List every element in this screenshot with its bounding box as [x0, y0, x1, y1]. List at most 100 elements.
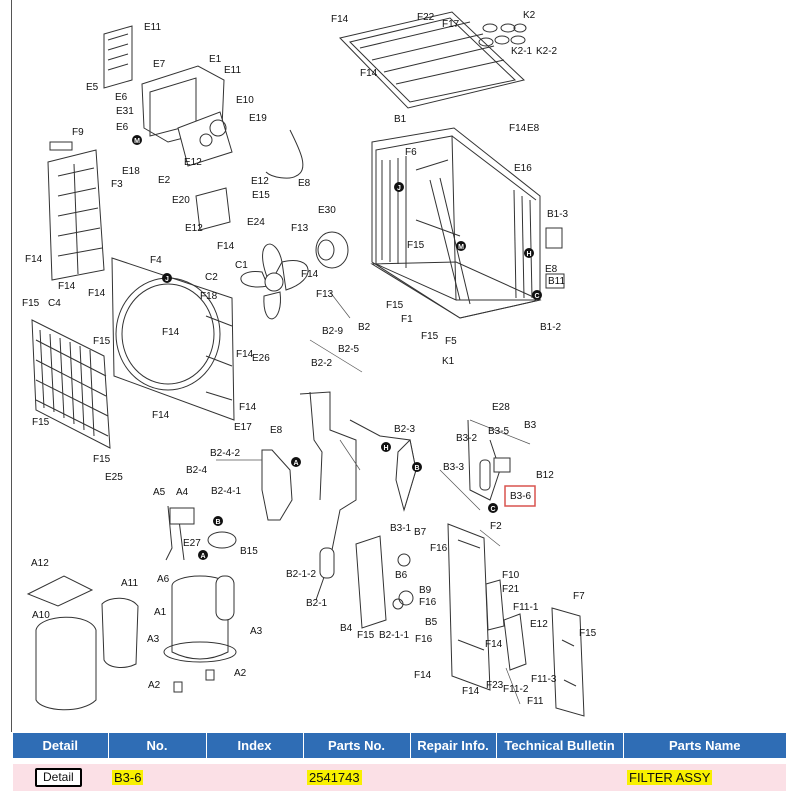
part-label[interactable]: F15	[93, 454, 111, 465]
part-label[interactable]: F14	[301, 269, 319, 280]
part-label[interactable]: F22	[417, 12, 435, 23]
part-label[interactable]: E19	[249, 113, 267, 124]
part-label[interactable]: F14	[58, 281, 76, 292]
part-label[interactable]: B3	[524, 420, 537, 431]
part-label[interactable]: B2-3	[394, 424, 416, 435]
part-label[interactable]: F17	[442, 19, 460, 30]
part-label[interactable]: B15	[240, 546, 258, 557]
part-label[interactable]: B2-4	[186, 465, 208, 476]
part-label[interactable]: F3	[111, 179, 123, 190]
part-label[interactable]: F14	[485, 639, 503, 650]
part-label[interactable]: F15	[421, 331, 439, 342]
part-label[interactable]: A2	[148, 680, 161, 691]
part-label[interactable]: B4	[340, 623, 353, 634]
part-label[interactable]: F11-2	[503, 684, 529, 695]
part-label[interactable]: A3	[250, 626, 263, 637]
part-label[interactable]: B1-2	[540, 322, 562, 333]
part-label[interactable]: E12	[184, 157, 202, 168]
part-label[interactable]: E10	[236, 95, 254, 106]
part-label[interactable]: F15	[93, 336, 111, 347]
part-label[interactable]: A10	[32, 610, 50, 621]
part-label[interactable]: E7	[153, 59, 166, 70]
part-label[interactable]: E6	[116, 122, 129, 133]
part-label[interactable]: F15	[357, 630, 375, 641]
part-label[interactable]: F15	[386, 300, 404, 311]
part-label[interactable]: F2	[490, 521, 502, 532]
detail-button[interactable]: Detail	[35, 768, 82, 787]
part-label[interactable]: B2-1-2	[286, 569, 316, 580]
part-label[interactable]: K2-1	[511, 46, 533, 57]
part-label[interactable]: B1	[394, 114, 407, 125]
part-label[interactable]: B5	[425, 617, 438, 628]
part-label[interactable]: E2	[158, 175, 171, 186]
part-label[interactable]: F14	[236, 349, 254, 360]
part-label[interactable]: F21	[502, 584, 520, 595]
part-label[interactable]: F14	[152, 410, 170, 421]
part-label[interactable]: F14	[331, 14, 349, 25]
part-label[interactable]: B3-3	[443, 462, 465, 473]
part-label[interactable]: A11	[121, 578, 138, 589]
part-label[interactable]: F15	[32, 417, 50, 428]
part-label[interactable]: F5	[445, 336, 457, 347]
part-label[interactable]: E20	[172, 195, 190, 206]
part-label[interactable]: E31	[116, 106, 134, 117]
part-label[interactable]: B3-2	[456, 433, 478, 444]
part-label[interactable]: E30	[318, 205, 336, 216]
part-label[interactable]: F9	[72, 127, 84, 138]
part-label[interactable]: K1	[442, 356, 455, 367]
part-label[interactable]: F14	[162, 327, 180, 338]
part-label[interactable]: C4	[48, 298, 61, 309]
part-label[interactable]: E6	[115, 92, 128, 103]
part-label[interactable]: F11	[527, 696, 544, 707]
part-label[interactable]: F11-1	[513, 602, 539, 613]
part-label[interactable]: E15	[252, 190, 270, 201]
part-label[interactable]: F23	[486, 680, 504, 691]
part-label[interactable]: F14	[88, 288, 106, 299]
part-label[interactable]: B1-3	[547, 209, 569, 220]
part-label[interactable]: E16	[514, 163, 532, 174]
part-label[interactable]: B2-1	[306, 598, 328, 609]
part-label[interactable]: E27	[183, 538, 201, 549]
part-label[interactable]: F14	[25, 254, 43, 265]
part-label[interactable]: E26	[252, 353, 270, 364]
part-label[interactable]: B7	[414, 527, 427, 538]
part-label[interactable]: B2-1-1	[379, 630, 409, 641]
part-label[interactable]: E28	[492, 402, 510, 413]
part-label[interactable]: F16	[415, 634, 433, 645]
part-label[interactable]: F14	[462, 686, 480, 697]
part-label[interactable]: C2	[205, 272, 218, 283]
part-label[interactable]: B2-4-1	[211, 486, 241, 497]
part-label[interactable]: C1	[235, 260, 248, 271]
part-label[interactable]: F4	[150, 255, 162, 266]
part-label[interactable]: E11	[144, 22, 161, 33]
part-label[interactable]: K2	[523, 10, 536, 21]
part-label[interactable]: B2-5	[338, 344, 360, 355]
part-label[interactable]: A12	[31, 558, 49, 569]
part-label[interactable]: K2-2	[536, 46, 558, 57]
part-label[interactable]: F7	[573, 591, 585, 602]
part-label[interactable]: E8	[270, 425, 283, 436]
part-label[interactable]: F15	[22, 298, 40, 309]
part-label[interactable]: B12	[536, 470, 554, 481]
part-label[interactable]: E25	[105, 472, 123, 483]
part-label[interactable]: E12	[185, 223, 203, 234]
part-label[interactable]: F16	[430, 543, 448, 554]
selected-part-callout-label[interactable]: B3-6	[510, 491, 532, 502]
part-label[interactable]: E12	[251, 176, 269, 187]
part-label[interactable]: F14	[509, 123, 527, 134]
part-label[interactable]: A4	[176, 487, 189, 498]
part-label[interactable]: B3-5	[488, 426, 510, 437]
part-label[interactable]: F18	[200, 291, 218, 302]
part-label[interactable]: A2	[234, 668, 247, 679]
part-label[interactable]: F14	[414, 670, 432, 681]
part-label[interactable]: F11-3	[531, 674, 557, 685]
part-label[interactable]: F15	[407, 240, 425, 251]
part-label[interactable]: B9	[419, 585, 432, 596]
part-label[interactable]: E8	[527, 123, 540, 134]
part-label[interactable]: B2-9	[322, 326, 344, 337]
part-label[interactable]: F13	[316, 289, 334, 300]
part-label[interactable]: E8	[545, 264, 558, 275]
part-label[interactable]: F10	[502, 570, 520, 581]
part-label[interactable]: A3	[147, 634, 160, 645]
part-label[interactable]: B2	[358, 322, 371, 333]
